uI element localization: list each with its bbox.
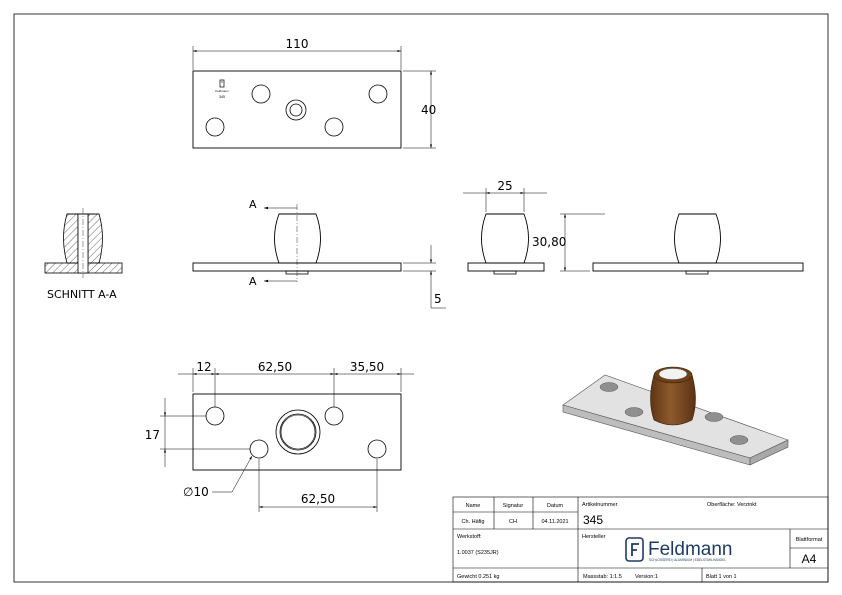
brand-name: Feldmann [648, 539, 733, 560]
tb-header-article: Artikelnummer [582, 502, 618, 508]
dim-hole-diameter: ∅10 [183, 485, 209, 499]
drawing-frame [13, 13, 829, 583]
section-view: SCHNITT A-A [44, 208, 123, 301]
rear-view [592, 213, 804, 275]
side-view: A A 5 [192, 198, 446, 309]
section-title: SCHNITT A-A [47, 288, 117, 301]
tb-sheet: Blatt 1 von 1 [706, 574, 737, 580]
bottom-view: 12 62,50 35,50 17 ∅10 62,50 [145, 360, 414, 512]
tb-surface: Verzinkt [737, 502, 757, 508]
engraved-logo-icon [219, 79, 225, 88]
section-marker-top: A [249, 198, 257, 211]
isometric-view [562, 366, 789, 466]
dim-top-height: 40 [421, 103, 436, 117]
tb-article-number: 345 [583, 513, 603, 527]
dim-bottom-spacing-1: 62,50 [258, 360, 292, 374]
tb-scale: Massstab: 1:1.5 [583, 574, 622, 580]
dim-bottom-offset-left: 12 [196, 360, 211, 374]
dim-side-thickness: 5 [434, 292, 442, 306]
tb-header-sheet-format: Blattformat [796, 537, 823, 543]
tb-header-signature: Signatur [503, 503, 524, 509]
tb-weight: Gewicht 0.251 kg [457, 574, 500, 580]
tb-header-surface: Oberfläche: [707, 502, 736, 508]
tb-date: 04.11.2021 [541, 519, 568, 525]
tb-signature: CH [509, 519, 517, 525]
engraved-name: Feldmann [215, 89, 229, 93]
tb-sheet-format: A4 [802, 552, 817, 566]
tb-author-name: Ch. Häfig [462, 519, 485, 525]
front-view: 25 30,80 [463, 179, 605, 275]
section-marker-bottom: A [249, 275, 257, 288]
tb-header-manufacturer: Hersteller [582, 534, 606, 540]
brand-tagline: SCHLOSSEREI | ALUMINIUM | EDELSTAHLHANDE… [649, 558, 726, 562]
tb-header-material: Werkstoff: [457, 534, 482, 540]
dim-bottom-vertical: 17 [145, 428, 160, 442]
dim-front-height: 30,80 [532, 235, 566, 249]
dim-front-width: 25 [497, 179, 512, 193]
dim-bottom-offset-right: 35,50 [350, 360, 384, 374]
tb-header-name: Name [466, 503, 481, 509]
engraved-code: 345 [219, 95, 225, 99]
dim-bottom-spacing-2: 62,50 [301, 492, 335, 506]
tb-header-date: Datum [547, 503, 564, 509]
top-view: Feldmann 345 110 40 [192, 37, 436, 149]
tb-material: 1.0037 (S235JR) [457, 550, 499, 556]
title-block [452, 496, 829, 583]
dim-top-width: 110 [286, 37, 309, 51]
feldmann-logo-icon [625, 537, 644, 562]
tb-version: Version:1 [635, 574, 658, 580]
